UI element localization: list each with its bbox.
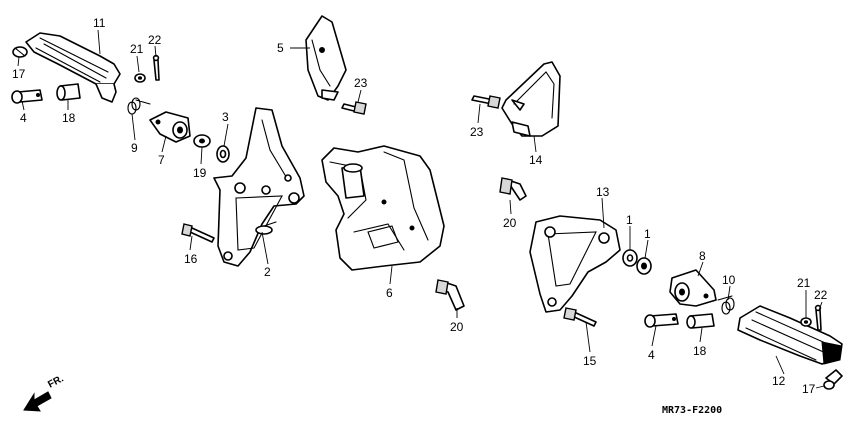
bolt-23-left (341, 101, 367, 115)
callout-17-right: 17 (802, 382, 816, 396)
callout-22-right: 22 (814, 288, 828, 302)
left-step-holder (213, 107, 305, 267)
callout-8: 8 (699, 249, 706, 263)
callout-16: 16 (184, 252, 198, 266)
right-collar (686, 313, 715, 329)
leader-lines (17, 29, 825, 389)
front-arrow-icon (23, 391, 52, 412)
callout-3: 3 (222, 110, 229, 124)
callout-15: 15 (583, 354, 597, 368)
callout-17-left: 17 (12, 67, 26, 81)
left-heel-guard (305, 15, 347, 101)
bolt-16 (181, 223, 215, 243)
diagram-code: MR73-F2200 (662, 405, 722, 416)
left-washer-small (134, 73, 146, 83)
left-return-spring (127, 97, 151, 115)
right-heel-guard (501, 61, 561, 137)
washer-19 (193, 134, 211, 148)
callout-18-right: 18 (693, 344, 707, 358)
callout-9: 9 (131, 141, 138, 155)
washer-1b (636, 257, 652, 275)
callout-10: 10 (722, 273, 736, 287)
right-footpeg (737, 305, 843, 365)
callout-5: 5 (277, 41, 284, 55)
washer-3 (216, 145, 230, 163)
callout-numbers: 11 21 22 17 4 18 9 7 3 19 16 2 5 23 6 20… (12, 16, 828, 396)
callout-13: 13 (596, 185, 610, 199)
front-direction-indicator: FR. (23, 373, 66, 412)
callout-22-left: 22 (148, 33, 162, 47)
left-pivot-pin (11, 89, 43, 104)
right-return-spring (717, 295, 735, 315)
callout-11: 11 (93, 16, 106, 30)
bolt-15 (563, 307, 597, 327)
right-footpeg-bracket (669, 269, 717, 307)
callout-21-right: 21 (797, 276, 811, 290)
left-collar (56, 83, 81, 101)
callout-4-right: 4 (648, 348, 655, 362)
right-pivot-pin (644, 313, 679, 328)
callout-20-center: 20 (450, 320, 464, 334)
callout-23-left: 23 (354, 76, 368, 90)
callout-6: 6 (386, 286, 393, 300)
callout-21-left: 21 (130, 42, 144, 56)
left-cotter-pin (152, 54, 160, 81)
bolt-20-center (435, 279, 465, 311)
left-footpeg (12, 32, 121, 103)
callout-2: 2 (264, 265, 271, 279)
front-direction-label: FR. (46, 373, 66, 390)
washer-1a (622, 249, 638, 267)
callout-20-right: 20 (503, 216, 517, 230)
left-footpeg-bracket (149, 111, 191, 143)
callout-7: 7 (158, 153, 165, 167)
right-end-cap (823, 369, 843, 390)
right-washer-small (800, 317, 812, 327)
callout-12: 12 (772, 374, 786, 388)
callout-1-b: 1 (644, 227, 651, 241)
callout-18-left: 18 (62, 111, 76, 125)
center-plate (321, 145, 445, 271)
callout-19: 19 (193, 166, 207, 180)
callout-23-right: 23 (470, 125, 484, 139)
right-step-holder (529, 215, 621, 313)
callout-1-a: 1 (626, 213, 633, 227)
bolt-20-right (499, 177, 527, 201)
right-cotter-pin (814, 304, 822, 331)
callout-4-left: 4 (20, 111, 27, 125)
callout-14: 14 (529, 153, 543, 167)
bolt-23-right (471, 95, 501, 109)
